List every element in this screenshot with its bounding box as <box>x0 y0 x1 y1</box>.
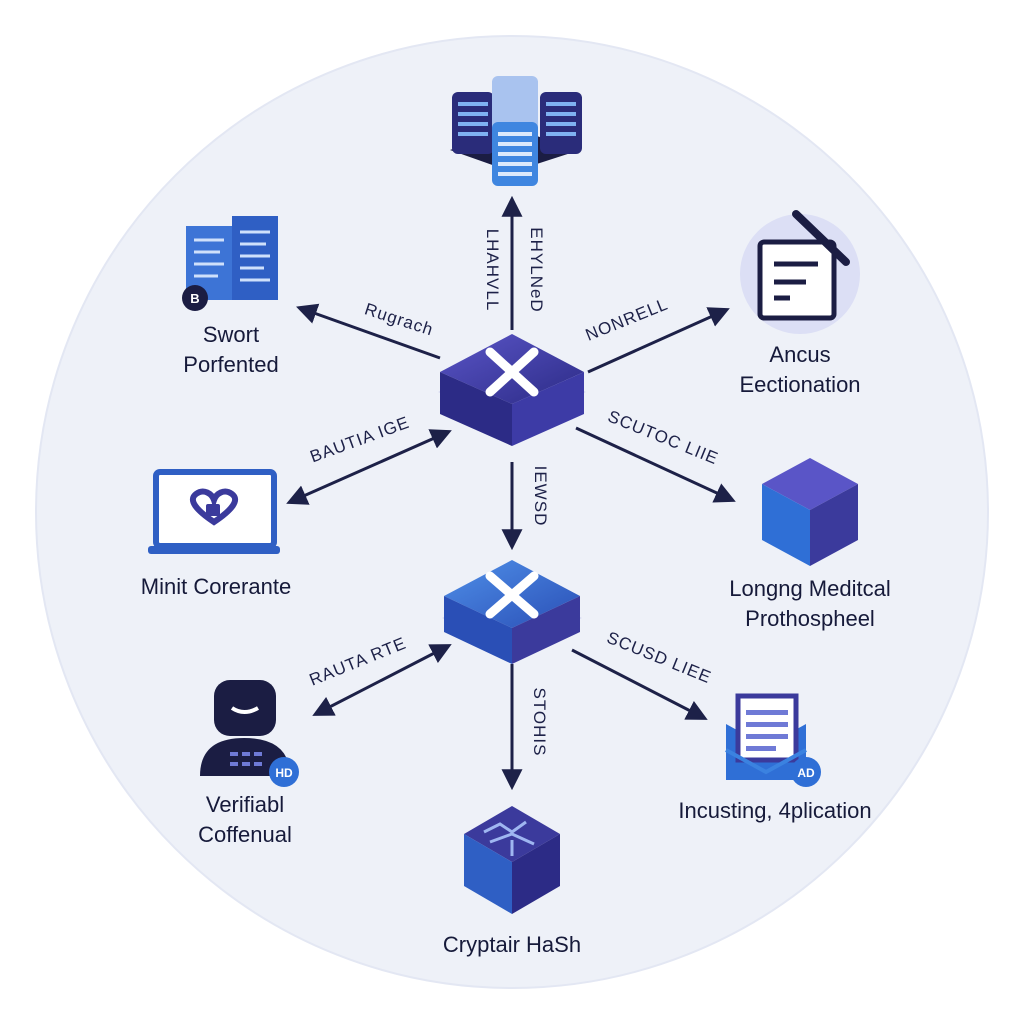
connection-arrows <box>286 195 736 791</box>
chip-cube-icon <box>464 806 560 914</box>
arrow-lower-to-bottom-left <box>312 644 452 716</box>
badge-b <box>182 285 208 311</box>
node-label-mid-left: Minit Corerante <box>106 572 326 602</box>
node-label-line1: Verifiabl <box>205 792 285 817</box>
node-label-line1: Minit Corerante <box>140 574 292 599</box>
node-label-line2: Eectionation <box>739 372 861 397</box>
edge-label-up-left: LHAHVLL <box>483 228 502 312</box>
server-stack-icon <box>450 76 582 186</box>
node-label-line1: Cryptair HaSh <box>442 932 582 957</box>
arrow-upper-to-top-left <box>296 303 441 360</box>
upper-hub-block[interactable] <box>438 334 586 446</box>
node-label-top-left: Swort Porfented <box>136 320 326 380</box>
node-label-line2: Coffenual <box>198 822 292 847</box>
badge-ad-text: AD <box>797 766 815 780</box>
laptop-heart-icon <box>148 469 280 554</box>
node-label-line1: Ancus <box>769 342 831 367</box>
badge-b-text: B <box>190 291 199 306</box>
arrow-upper-to-mid-left <box>286 429 452 505</box>
clipboard-document-icon <box>740 210 860 334</box>
node-label-mid-right: Longng Meditcal Prothospheel <box>690 574 930 634</box>
node-label-bottom: Cryptair HaSh <box>400 930 624 960</box>
edge-label-between-hubs: IEWSD <box>531 465 550 527</box>
edge-label-lower-to-bottom: STOHIS <box>530 687 549 757</box>
envelope-document-icon <box>725 693 821 787</box>
node-label-line1: Incusting, 4plication <box>678 798 872 823</box>
user-avatar-icon <box>200 680 299 787</box>
arrow-upper-to-top-right <box>587 307 730 374</box>
badge-hd <box>269 757 299 787</box>
node-label-bottom-right: Incusting, 4plication <box>640 796 910 826</box>
badge-hd-text: HD <box>275 766 293 780</box>
node-label-bottom-left: Verifiabl Coffenual <box>150 790 340 850</box>
document-book-icon <box>182 216 278 311</box>
node-label-line1: Longng Meditcal <box>729 576 891 601</box>
x-block-icon <box>485 571 539 619</box>
node-label-line2: Porfented <box>183 352 279 377</box>
cube-icon <box>762 458 858 566</box>
lower-hub-block[interactable] <box>442 560 582 664</box>
node-label-line2: Prothospheel <box>745 606 875 631</box>
node-label-line1: Swort <box>202 322 260 347</box>
arrow-lower-to-bottom-right <box>571 648 708 720</box>
arrow-upper-to-mid-right <box>575 426 736 503</box>
edge-label-up-right: EHYLNeD <box>527 227 546 313</box>
x-block-icon <box>485 347 539 397</box>
badge-ad <box>791 757 821 787</box>
node-label-top-right: Ancus Eectionation <box>700 340 900 400</box>
